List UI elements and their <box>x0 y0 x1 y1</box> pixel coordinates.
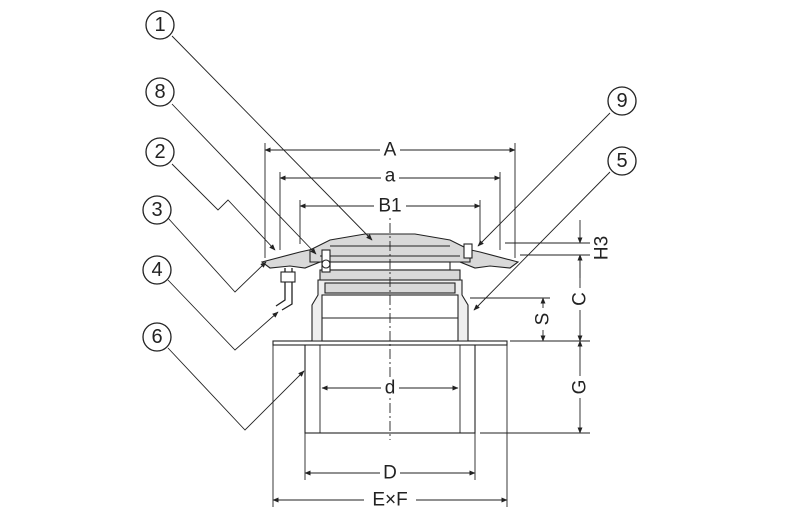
dim-D-label: D <box>383 463 397 484</box>
dim-S-label: S <box>533 313 554 326</box>
dim-B1-label: B1 <box>378 196 401 217</box>
dim-G-label: G <box>570 380 591 395</box>
callout-8: 8 <box>145 77 175 107</box>
callout-6: 6 <box>142 322 172 352</box>
leader-lines <box>167 35 611 431</box>
svg-text:8: 8 <box>154 81 165 103</box>
callouts: 1 8 2 3 4 6 9 5 <box>142 10 637 352</box>
dim-H3-label: H3 <box>592 236 613 260</box>
dim-A-label: A <box>384 140 397 161</box>
callout-4: 4 <box>142 255 172 285</box>
svg-text:6: 6 <box>151 326 162 348</box>
svg-text:4: 4 <box>151 259 162 281</box>
dim-C-label: C <box>570 292 591 306</box>
dim-d-label: d <box>385 378 396 399</box>
svg-text:9: 9 <box>616 90 627 112</box>
svg-text:5: 5 <box>616 150 627 172</box>
callout-2: 2 <box>145 137 175 167</box>
frame-left <box>260 247 321 269</box>
callout-9: 9 <box>607 86 637 116</box>
frame-right <box>459 247 520 269</box>
bolt-right <box>463 243 473 259</box>
callout-3: 3 <box>142 195 172 225</box>
dim-a-label: a <box>385 166 396 187</box>
callout-5: 5 <box>607 146 637 176</box>
svg-text:1: 1 <box>154 14 165 36</box>
dimension-labels: A a B1 d D E×F H3 C S G <box>364 140 613 511</box>
callout-1: 1 <box>145 10 175 40</box>
svg-text:3: 3 <box>151 199 162 221</box>
svg-text:2: 2 <box>154 141 165 163</box>
dim-ExF-label: E×F <box>372 490 407 511</box>
